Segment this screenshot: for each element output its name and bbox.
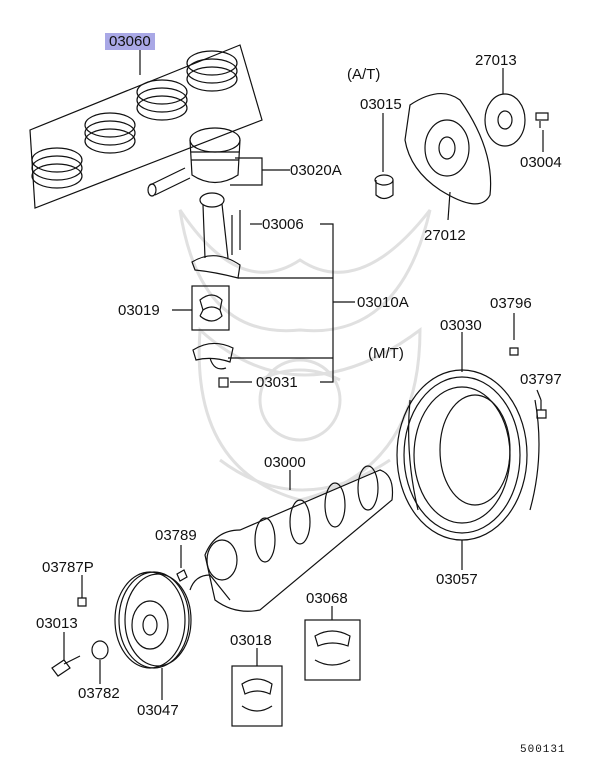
label-bearing-upper[interactable]: 03018 <box>230 632 272 649</box>
flywheel <box>396 369 540 541</box>
washer-part <box>91 640 109 660</box>
label-pulley-bolt[interactable]: 03013 <box>36 615 78 632</box>
label-dp-bolt[interactable]: 03004 <box>520 154 562 171</box>
conrod-assy-leader <box>228 223 355 383</box>
label-conrod-bolt[interactable]: 03006 <box>262 216 304 233</box>
label-washer[interactable]: 03782 <box>78 685 120 702</box>
label-flywheel[interactable]: 03057 <box>436 571 478 588</box>
pulley-bolt-part <box>51 655 81 677</box>
crank-pulley <box>114 571 192 669</box>
figure-number: 500131 <box>520 744 566 756</box>
label-plate[interactable]: 27013 <box>475 52 517 69</box>
label-pulley[interactable]: 03047 <box>137 702 179 719</box>
label-bearing-main[interactable]: 03068 <box>306 590 348 607</box>
drive-plate-leader <box>447 191 451 221</box>
label-pin[interactable]: 03796 <box>490 295 532 312</box>
label-spacer[interactable]: 03015 <box>360 96 402 113</box>
piston <box>147 127 241 197</box>
conrod-cap <box>192 342 234 388</box>
fw-bolt-part <box>536 400 547 419</box>
crankshaft <box>189 465 394 612</box>
label-at-note: (A/T) <box>347 66 381 83</box>
pulley-bolt-small-part <box>77 588 87 607</box>
conrod-bearing-group <box>191 285 230 331</box>
key-part <box>176 569 188 582</box>
label-rings[interactable]: 03060 <box>105 33 155 50</box>
label-ring-gear[interactable]: 03030 <box>440 317 482 334</box>
piston-ring-set <box>31 50 238 189</box>
piston-leader <box>230 157 290 186</box>
pin-part <box>509 347 519 356</box>
bearing-main-group <box>304 619 361 681</box>
label-drive-plate[interactable]: 27012 <box>424 227 466 244</box>
rings-box-outline <box>29 44 263 209</box>
drive-plate-group <box>374 93 549 205</box>
label-conrod-bearing[interactable]: 03019 <box>118 302 160 319</box>
label-pulley-bolt-small[interactable]: 03787P <box>42 559 94 576</box>
label-crankshaft[interactable]: 03000 <box>264 454 306 471</box>
fw-bolt-leader <box>536 389 542 401</box>
bearing-upper-group <box>231 665 283 727</box>
label-conrod-assy[interactable]: 03010A <box>357 294 409 311</box>
label-key[interactable]: 03789 <box>155 527 197 544</box>
label-fw-bolt[interactable]: 03797 <box>520 371 562 388</box>
label-mt-note: (M/T) <box>368 345 404 362</box>
label-piston[interactable]: 03020A <box>290 162 342 179</box>
label-conrod-nut[interactable]: 03031 <box>256 374 298 391</box>
watermark-emblem <box>178 209 432 502</box>
